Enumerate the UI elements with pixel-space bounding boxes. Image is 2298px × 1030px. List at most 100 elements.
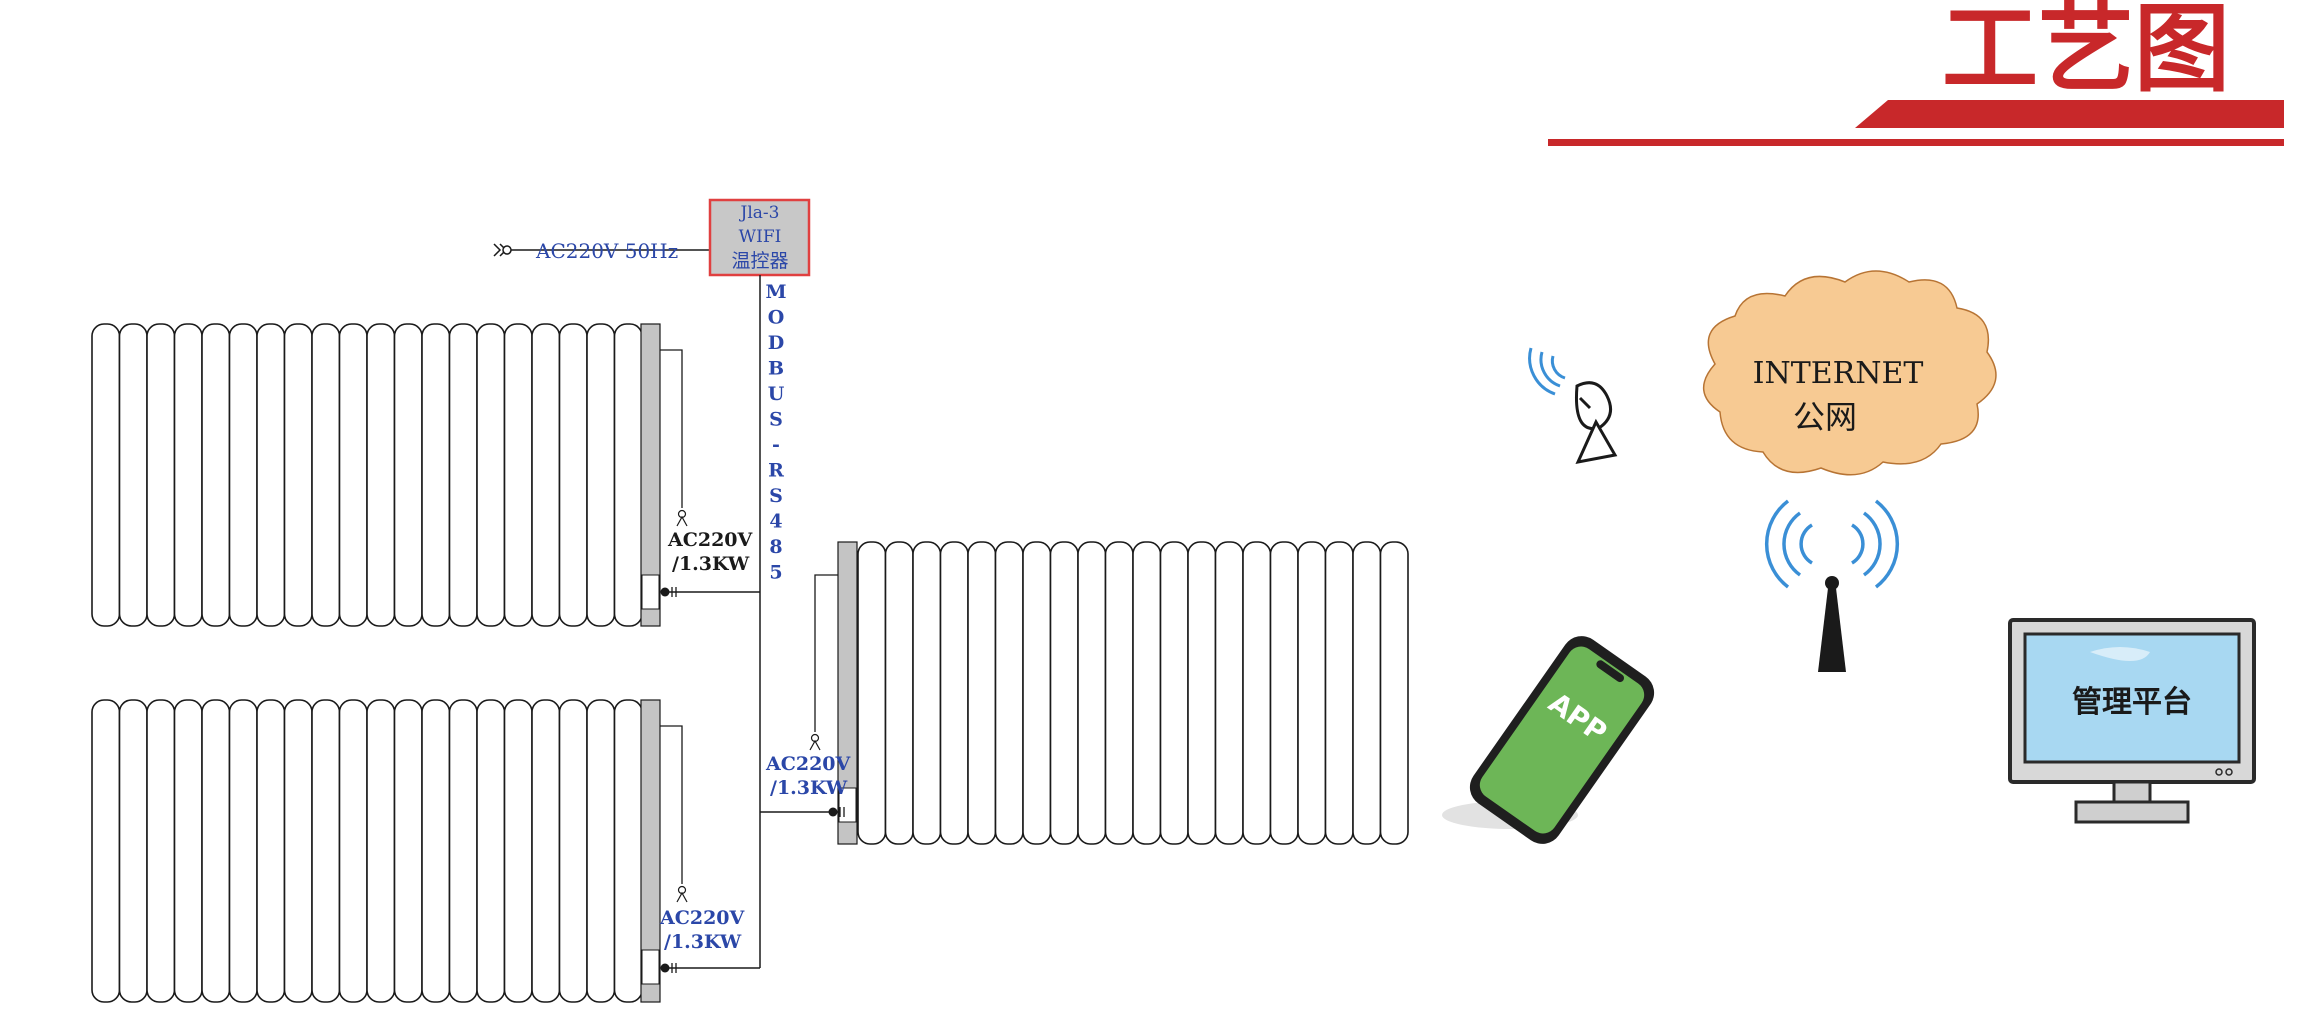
header: 工艺图 xyxy=(1548,0,2284,146)
thermostat-type: WIFI xyxy=(739,227,782,247)
radiator-fin xyxy=(311,323,341,627)
bus-letter: 4 xyxy=(769,511,782,533)
radiator-fin xyxy=(531,323,561,627)
radiator-fin xyxy=(173,699,203,1003)
radiator-fin xyxy=(366,699,396,1003)
bus-letter: O xyxy=(768,307,785,329)
radiator-fin xyxy=(228,323,258,627)
radiator-fin xyxy=(311,699,341,1003)
terminal-icon xyxy=(502,245,512,255)
thermostat-box: Jla-3 WIFI 温控器 xyxy=(708,198,811,277)
radiator-middle-right-power: /1.3KW xyxy=(770,777,848,799)
radiator-fin xyxy=(421,699,451,1003)
radiator-fin xyxy=(91,323,121,627)
radiator-fin xyxy=(421,323,451,627)
connector-dot xyxy=(660,963,670,973)
radiator-fin xyxy=(586,699,616,1003)
radiator-fin xyxy=(1297,541,1327,845)
radiator-manifold xyxy=(640,699,661,1003)
radiator-fin xyxy=(476,323,506,627)
radiator-fin xyxy=(994,541,1024,845)
radiator-top-left-voltage: AC220V xyxy=(667,529,754,551)
cloud-label-internet: INTERNET xyxy=(1753,356,1924,391)
radiator-fin xyxy=(366,323,396,627)
management-platform-label: 管理平台 xyxy=(2072,685,2192,720)
radiator-fin xyxy=(338,699,368,1003)
radiator-fin xyxy=(476,699,506,1003)
bus-letter: B xyxy=(768,358,784,380)
radiator-fin xyxy=(1214,541,1244,845)
page-title: 工艺图 xyxy=(1942,0,2230,105)
radiator-fin xyxy=(503,323,533,627)
monitor-icon: 管理平台 xyxy=(2008,618,2256,824)
radiator-fin xyxy=(338,323,368,627)
radiator-fin xyxy=(1379,541,1409,845)
power-label: AC220V 50Hz xyxy=(535,239,678,263)
radiator-fin xyxy=(586,323,616,627)
sensor-wire xyxy=(660,349,683,508)
thermostat-frame xyxy=(708,198,811,277)
sensor-probe-leg xyxy=(809,739,821,751)
radiator-fin xyxy=(283,323,313,627)
satellite-dish-icon xyxy=(1528,347,1618,465)
sensor-wire xyxy=(660,725,683,884)
radiator-fin xyxy=(1187,541,1217,845)
radiator-fin xyxy=(228,699,258,1003)
radiator-fin xyxy=(1132,541,1162,845)
radiator-manifold xyxy=(640,323,661,627)
power-input: AC220V 50Hz xyxy=(493,239,711,263)
radiator-fin xyxy=(201,323,231,627)
radiator-fin xyxy=(1324,541,1354,845)
radiator-fin xyxy=(1159,541,1189,845)
bus-letter: S xyxy=(769,485,783,507)
radiator-fin xyxy=(939,541,969,845)
bus-letter: M xyxy=(765,281,786,303)
radiator-junction-box xyxy=(838,787,857,823)
radiator-fin xyxy=(256,323,286,627)
radiator-fin xyxy=(613,323,643,627)
radiator-fin xyxy=(1049,541,1079,845)
radiator-manifold xyxy=(837,541,858,845)
cloud-icon: INTERNET 公网 xyxy=(1702,270,1997,476)
radiator-bottom-left-voltage: AC220V xyxy=(659,907,746,929)
radiator-fin xyxy=(857,541,887,845)
radiator-fin xyxy=(91,699,121,1003)
radiator-top-left xyxy=(91,323,688,627)
radiator-fin xyxy=(448,699,478,1003)
thermostat-model: Jla-3 xyxy=(739,203,780,223)
radiator-fin xyxy=(1352,541,1382,845)
bus-letter: D xyxy=(768,332,784,354)
radiator-junction-box xyxy=(641,574,660,610)
bus-letter: 5 xyxy=(769,562,782,584)
antenna-tower-icon xyxy=(1764,499,1900,672)
radiator-top-left-power: /1.3KW xyxy=(672,553,750,575)
connector-terminal xyxy=(671,963,677,973)
radiator-bottom-left-power: /1.3KW xyxy=(664,931,742,953)
radiator-fin xyxy=(558,699,588,1003)
connector-dot xyxy=(828,807,838,817)
bus-letter: U xyxy=(768,383,785,405)
radiator-fin xyxy=(283,699,313,1003)
radiator-fin xyxy=(118,323,148,627)
radiator-fin xyxy=(393,323,423,627)
radiator-fin xyxy=(1269,541,1299,845)
smartphone-icon: APP xyxy=(1442,636,1655,844)
radiator-fin xyxy=(146,699,176,1003)
cloud-label-public-network: 公网 xyxy=(1793,398,1857,436)
radiator-fin xyxy=(1104,541,1134,845)
radiator-fin xyxy=(118,699,148,1003)
bus-letter: 8 xyxy=(769,536,782,558)
sensor-probe-leg xyxy=(676,515,688,527)
sensor-probe-leg xyxy=(676,891,688,903)
radiator-fin xyxy=(393,699,423,1003)
radiator-fin xyxy=(967,541,997,845)
radiator-fin xyxy=(448,323,478,627)
radiator-fin xyxy=(1242,541,1272,845)
radiator-fin xyxy=(912,541,942,845)
radiator-junction-box xyxy=(641,949,660,985)
title-underline xyxy=(1548,139,2284,146)
connector-terminal xyxy=(671,587,677,597)
bus-letter: R xyxy=(768,460,784,482)
radiator-fin xyxy=(1077,541,1107,845)
